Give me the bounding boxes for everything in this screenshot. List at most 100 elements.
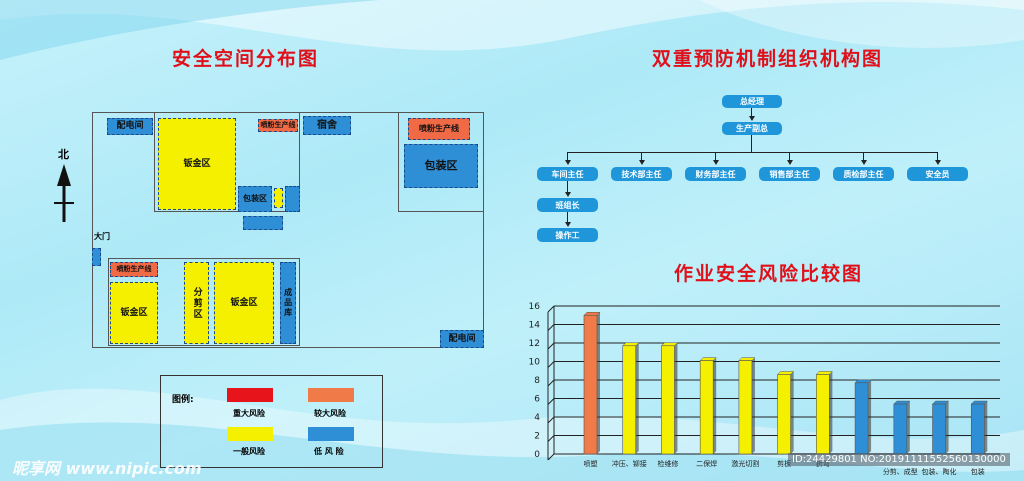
zone-dorm: 宿舍: [303, 116, 351, 135]
bar-side: [906, 401, 910, 454]
bar-top: [931, 400, 950, 405]
x-tick-label: 包装: [971, 467, 985, 476]
gridline-depth: [547, 416, 555, 424]
legend-label-large: 较大风险: [314, 409, 346, 418]
org-box-sales: 销售部主任: [759, 167, 820, 181]
watermark-site: 昵享网 www.nipic.com: [12, 459, 202, 478]
org-box-safety: 安全员: [907, 167, 968, 181]
gridline-depth: [547, 435, 555, 442]
bar: [777, 374, 791, 455]
gridline-depth: [547, 305, 555, 313]
legend-swatch-large: [308, 388, 354, 402]
bar-side: [751, 357, 755, 454]
org-box-qc: 质检部主任: [833, 167, 894, 181]
bar-side: [790, 371, 794, 454]
inner-wall-right: [398, 112, 484, 212]
bar: [970, 403, 985, 455]
bar: [816, 374, 830, 455]
risk-chart-title: 作业安全风险比较图: [674, 263, 864, 285]
gridline-depth: [547, 361, 555, 368]
bar-side: [597, 312, 600, 454]
risk-bar-chart: 0246810121416喷塑冲压、铆接检维修二保焊激光切割剪板折弯分剪、成型包…: [529, 302, 1000, 476]
gate-label: 大门: [94, 232, 110, 241]
legend-label-low: 低 风 险: [314, 447, 344, 456]
bar-top: [738, 357, 756, 361]
org-box-gm: 总经理: [722, 95, 782, 108]
bar-top: [583, 312, 601, 316]
y-tick-label: 10: [529, 358, 541, 368]
zone-finished-store: 成品库: [280, 262, 296, 344]
org-box-worker: 操作工: [537, 228, 598, 242]
zone-power-room-top: 配电间: [107, 118, 153, 135]
bar-top: [699, 357, 717, 361]
gridline-depth: [547, 453, 555, 461]
bar: [893, 403, 908, 455]
org-box-team-lead: 班组长: [537, 198, 598, 212]
zone-spray-line-top: 喷粉生产线: [258, 119, 298, 132]
y-tick-label: 4: [534, 413, 540, 423]
legend-swatch-general: [227, 427, 273, 441]
bar-side: [868, 379, 872, 454]
x-tick-label: 剪板: [777, 459, 791, 468]
y-tick-label: 16: [529, 302, 541, 312]
bar: [661, 345, 675, 455]
bar-side: [635, 342, 639, 454]
north-arrow-icon: [54, 164, 74, 222]
bar-top: [622, 342, 640, 347]
x-tick-label: 激光切割: [731, 459, 759, 468]
bar-side: [674, 342, 678, 454]
bar-side: [713, 357, 717, 454]
gridline-depth: [547, 379, 555, 387]
legend-label-major: 重大风险: [233, 409, 265, 418]
inner-wall-bottom: [108, 258, 300, 346]
bar: [854, 382, 869, 455]
zone-sheet-metal-top: 钣金区: [158, 118, 236, 210]
zone-spray-line-right: 喷粉生产线: [408, 118, 470, 140]
zone-packing-right: 包装区: [404, 144, 478, 188]
gridline-depth: [547, 324, 555, 331]
gridline-depth: [547, 398, 555, 405]
x-tick-label: 分剪、成型: [883, 467, 918, 476]
zone-power-room-bottom: 配电间: [440, 330, 484, 348]
inner-wall-top: [154, 112, 300, 212]
zone-blue-strip: [285, 186, 300, 212]
org-box-vp: 生产副总: [722, 122, 782, 135]
north-label: 北: [58, 148, 69, 161]
bar-top: [893, 400, 911, 405]
bar-side: [984, 401, 988, 454]
org-box-finance: 财务部主任: [685, 167, 746, 181]
bar-top: [660, 342, 679, 347]
bar: [932, 403, 946, 455]
zone-blue-bar: [243, 216, 283, 230]
legend-title: 图例:: [172, 395, 194, 405]
legend-swatch-low: [308, 427, 354, 441]
zone-yellow-strip: [274, 188, 283, 208]
legend-swatch-major: [227, 388, 273, 402]
y-tick-label: 8: [534, 376, 540, 386]
zone-sheet-metal-bm: 钣金区: [214, 262, 274, 344]
bar-top: [854, 379, 872, 384]
org-title: 双重预防机制组织机构图: [652, 48, 884, 70]
bar: [738, 360, 753, 455]
bar-top: [970, 400, 988, 405]
legend-label-general: 一般风险: [233, 447, 265, 456]
bar-side: [829, 371, 833, 454]
watermark-id: ID:24429801 NO:20191111552560130000: [788, 453, 1010, 466]
bar: [583, 314, 598, 455]
x-tick-label: 冲压、铆接: [612, 459, 647, 468]
zone-cutting: 分剪区: [184, 262, 209, 344]
y-tick-label: 12: [529, 339, 540, 349]
org-box-tech: 技术部主任: [611, 167, 672, 181]
y-tick-label: 6: [534, 395, 540, 405]
bar-side: [945, 401, 949, 454]
x-tick-label: 二保焊: [696, 459, 717, 468]
org-box-workshop: 车间主任: [537, 167, 598, 181]
gridline-depth: [547, 342, 555, 350]
legend-box: [160, 375, 383, 468]
y-tick-label: 2: [534, 432, 540, 442]
layout-title: 安全空间分布图: [172, 48, 320, 70]
zone-spray-line-bottom: 喷粉生产线: [110, 262, 158, 277]
bar-top: [777, 371, 795, 375]
zone-packing-small: 包装区: [238, 186, 272, 212]
x-tick-label: 喷塑: [584, 459, 598, 468]
